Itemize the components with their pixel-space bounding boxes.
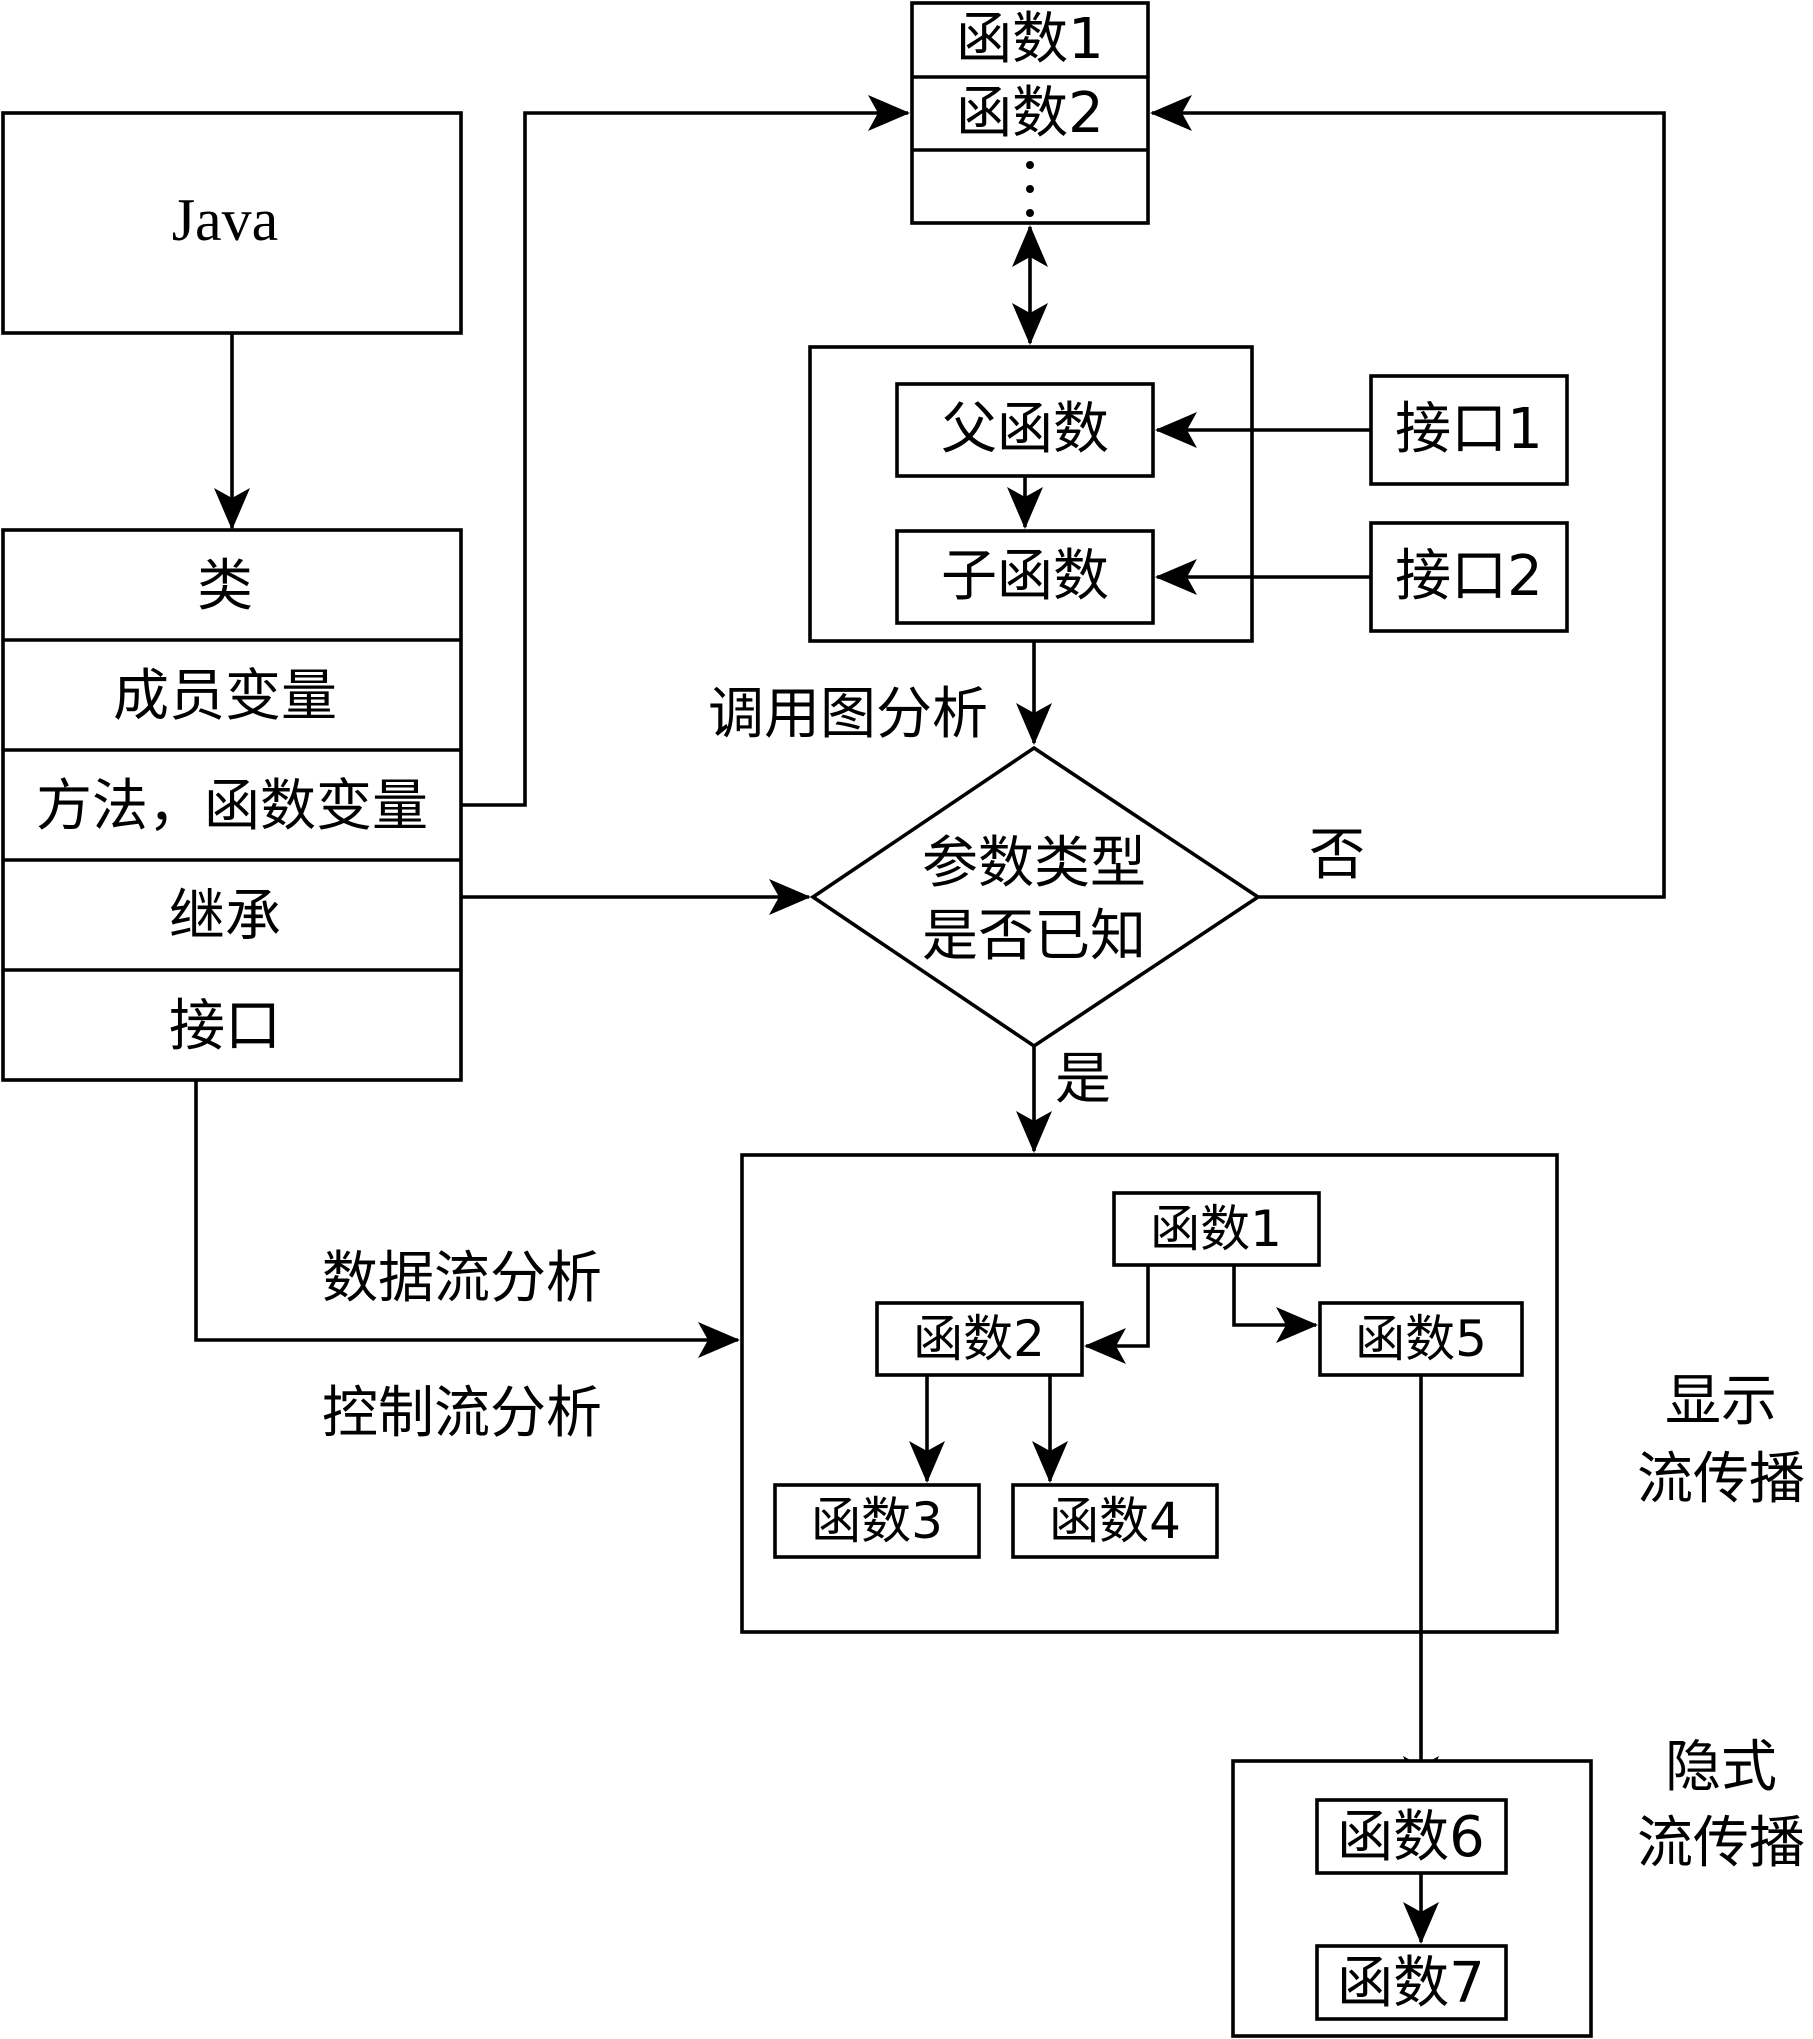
interface-1-frame <box>1369 374 1569 486</box>
decision-line-1: 参数类型 <box>922 831 1146 896</box>
explicit-label-line-1: 显示 <box>1665 1369 1777 1434</box>
explicit-func5-label: 函数5 <box>1355 1310 1487 1368</box>
explicit-func2-box <box>875 1301 1084 1377</box>
no-label: 否 <box>1309 823 1365 888</box>
class-box: 类 成员变量 方法，函数变量 继承 接口 <box>1 528 463 1082</box>
interface-to-explicit-arrow <box>194 1080 740 1358</box>
ellipsis-dot <box>1026 185 1034 193</box>
class-label: 类 <box>197 554 253 619</box>
interface-1-box: 接口1 <box>1369 374 1569 486</box>
ellipsis-dot <box>1026 161 1034 169</box>
interface-2-frame <box>1369 521 1569 633</box>
func1-to-func5-arrow <box>1232 1265 1318 1343</box>
ellipsis-dot <box>1026 209 1034 217</box>
java-box: Java <box>1 111 463 335</box>
yes-label: 是 <box>1055 1047 1111 1112</box>
class-frame <box>1 528 463 1082</box>
explicit-propagation-box: 函数1 函数2 函数5 函数3 函数4 <box>740 1153 1559 1634</box>
inherit-label: 继承 <box>169 884 281 949</box>
java-label: Java <box>172 187 279 253</box>
call-graph-box: 父函数 子函数 <box>808 345 1254 643</box>
decision-diamond: 参数类型 是否已知 <box>809 745 1262 1049</box>
implicit-label-line-2: 流传播 <box>1637 1811 1805 1876</box>
decision-line-2: 是否已知 <box>922 904 1146 969</box>
child-function-label: 子函数 <box>941 544 1109 609</box>
implicit-func6-label: 函数6 <box>1337 1805 1485 1870</box>
interface-2-label: 接口2 <box>1395 544 1543 609</box>
methods-to-func2-arrow <box>461 95 910 807</box>
top-stack-func2: 函数2 <box>956 81 1104 146</box>
java-frame <box>1 111 463 335</box>
explicit-func1-box <box>1112 1191 1321 1267</box>
implicit-func6-box <box>1315 1798 1508 1875</box>
explicit-func2-label: 函数2 <box>913 1310 1045 1368</box>
implicit-func7-box <box>1315 1944 1508 2021</box>
parent-function-box <box>895 382 1155 478</box>
explicit-func5-box <box>1318 1301 1524 1377</box>
parent-function-label: 父函数 <box>941 397 1109 462</box>
implicit-propagation-box: 函数6 函数7 <box>1231 1759 1593 2038</box>
no-branch-arrow <box>1150 95 1666 899</box>
top-stack-func1: 函数1 <box>956 7 1104 72</box>
explicit-func3-label: 函数3 <box>811 1492 943 1550</box>
explicit-func4-label: 函数4 <box>1049 1492 1181 1550</box>
explicit-label-line-2: 流传播 <box>1637 1447 1805 1512</box>
dataflow-analysis-label: 数据流分析 <box>322 1246 602 1311</box>
explicit-func3-box <box>773 1483 981 1559</box>
interface-label: 接口 <box>169 994 281 1059</box>
explicit-func4-box <box>1011 1483 1219 1559</box>
call-graph-analysis-label: 调用图分析 <box>708 682 988 747</box>
top-function-stack: 函数1 函数2 <box>910 1 1150 225</box>
func1-to-func2-arrow <box>1084 1265 1150 1364</box>
child-function-box <box>895 529 1155 625</box>
explicit-func1-label: 函数1 <box>1150 1200 1282 1258</box>
methods-label: 方法，函数变量 <box>36 774 428 839</box>
implicit-func7-label: 函数7 <box>1337 1951 1485 2016</box>
implicit-label-line-1: 隐式 <box>1665 1735 1777 1800</box>
decision-shape <box>809 745 1262 1049</box>
member-vars-label: 成员变量 <box>113 664 337 729</box>
interface-2-box: 接口2 <box>1369 521 1569 633</box>
interface-1-label: 接口1 <box>1395 397 1543 462</box>
controlflow-analysis-label: 控制流分析 <box>322 1381 602 1446</box>
